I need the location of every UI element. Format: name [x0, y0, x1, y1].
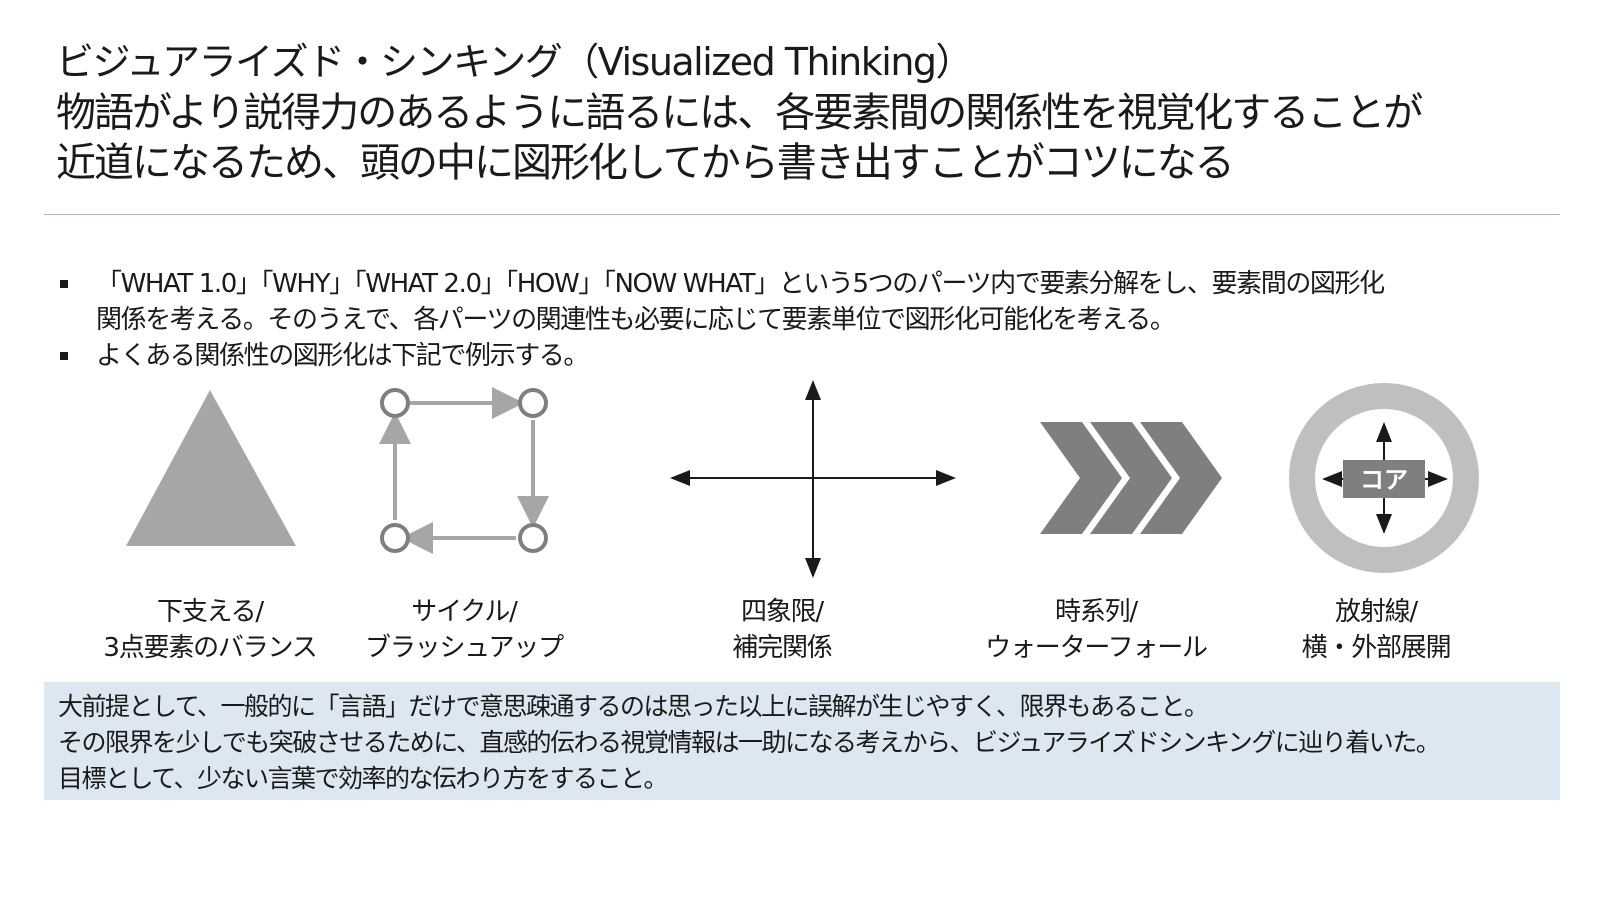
quadrant-label: 四象限/ 補完関係: [662, 594, 902, 666]
note-box: 大前提として、一般的に「言語」だけで意思疎通するのは思った以上に誤解が生じやすく…: [44, 682, 1560, 800]
triangle-icon: [126, 390, 296, 546]
bullet-list: 「WHAT 1.0」「WHY」「WHAT 2.0」「HOW」「NOW WHAT」…: [56, 266, 1556, 374]
radial-label: 放射線/ 横・外部展開: [1256, 594, 1496, 666]
label-line-1: 下支える/: [157, 597, 264, 627]
label-line-1: 放射線/: [1335, 597, 1418, 627]
bullet-text: よくある関係性の図形化は下記で例示する。: [96, 341, 589, 371]
bullet-square-icon: [60, 280, 68, 288]
radial-icon: コア: [1289, 383, 1479, 573]
bullet-item: 「WHAT 1.0」「WHY」「WHAT 2.0」「HOW」「NOW WHAT」…: [56, 266, 1556, 338]
triangle-label: 下支える/ 3点要素のバランス: [90, 594, 330, 666]
label-line-2: 横・外部展開: [1301, 633, 1452, 663]
label-line-2: ウォーターフォール: [985, 633, 1208, 663]
label-line-2: 補完関係: [732, 633, 832, 663]
core-label: コア: [1360, 466, 1408, 494]
label-line-2: 3点要素のバランス: [103, 633, 317, 663]
diagram-row: コア: [0, 380, 1600, 580]
chevrons-icon: [1040, 422, 1222, 534]
note-line-2: その限界を少しでも突破させるために、直感的伝わる視覚情報は一助になる考えから、ビ…: [58, 728, 1441, 757]
label-line-1: 四象限/: [741, 597, 824, 627]
cycle-label: サイクル/ ブラッシュアップ: [344, 594, 584, 666]
page-subtitle-line-2: 近道になるため、頭の中に図形化してから書き出すことがコツになる: [56, 140, 1235, 186]
label-line-2: ブラッシュアップ: [365, 633, 564, 663]
label-line-1: 時系列/: [1055, 597, 1138, 627]
note-line-3: 目標として、少ない言葉で効率的な伝わり方をすること。: [58, 764, 669, 793]
bullet-text: 「WHAT 1.0」「WHY」「WHAT 2.0」「HOW」「NOW WHAT」…: [96, 269, 1385, 335]
note-line-1: 大前提として、一般的に「言語」だけで意思疎通するのは思った以上に誤解が生じやすく…: [58, 692, 1209, 721]
cycle-icon: [379, 387, 549, 554]
quadrant-icon: [670, 380, 956, 578]
chevrons-label: 時系列/ ウォーターフォール: [966, 594, 1226, 666]
label-line-1: サイクル/: [411, 597, 518, 627]
title-divider: [44, 214, 1560, 215]
bullet-square-icon: [60, 352, 68, 360]
page-subtitle-line-1: 物語がより説得力のあるように語るには、各要素間の関係性を視覚化することが: [56, 90, 1423, 136]
page-title: ビジュアライズド・シンキング（Visualized Thinking）: [56, 40, 974, 84]
bullet-item: よくある関係性の図形化は下記で例示する。: [56, 338, 1556, 374]
title-block: ビジュアライズド・シンキング（Visualized Thinking） 物語がよ…: [56, 36, 1556, 188]
